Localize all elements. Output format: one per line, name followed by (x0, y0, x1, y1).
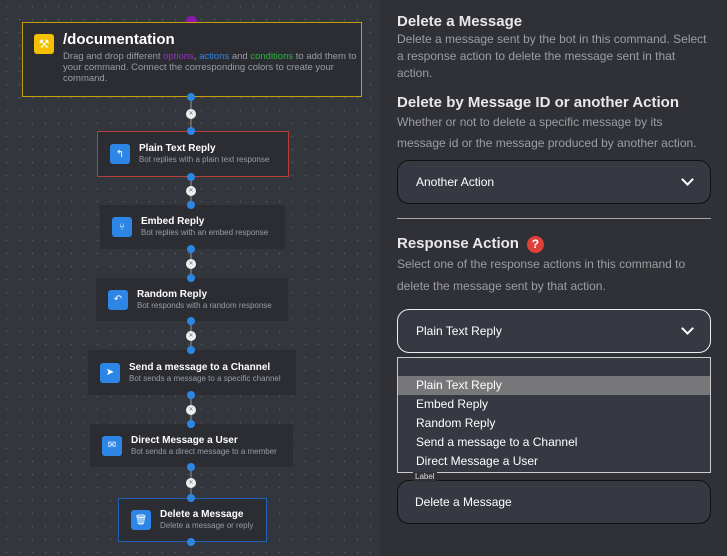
dropdown-option[interactable]: Plain Text Reply (398, 376, 710, 395)
node-embed-reply[interactable]: ⑂ Embed Reply Bot replies with an embed … (100, 205, 285, 249)
output-handle[interactable] (187, 93, 195, 101)
node-title: Direct Message a User (131, 434, 238, 446)
label-caption: Label (413, 472, 437, 482)
remove-connection-icon[interactable]: ✕ (186, 477, 196, 488)
send-icon: ➤ (100, 362, 120, 383)
dropdown-option[interactable]: Random Reply (416, 416, 496, 430)
embed-icon: ⑂ (112, 217, 132, 237)
label-input-value: Delete a Message (415, 495, 512, 509)
flow-canvas[interactable]: ⚒ /documentation Drag and drop different… (0, 0, 380, 556)
settings-panel: Delete a Message Delete a message sent b… (380, 0, 727, 556)
node-description: Bot replies with an embed response (141, 228, 269, 237)
node-description: Bot sends a message to a specific channe… (129, 373, 281, 383)
dropdown-option[interactable]: Embed Reply (416, 397, 489, 411)
remove-connection-icon[interactable]: ✕ (186, 186, 196, 196)
response-action-value: Plain Text Reply (416, 324, 502, 338)
desc-text: , (193, 51, 200, 62)
output-handle[interactable] (187, 245, 195, 253)
node-send-channel-message[interactable]: ➤ Send a message to a Channel Bot sends … (88, 350, 296, 395)
node-title: Random Reply (137, 288, 208, 300)
node-title: Embed Reply (141, 216, 205, 227)
node-random-reply[interactable]: ↶ Random Reply Bot responds with a rando… (96, 278, 288, 321)
conditions-word: conditions (250, 51, 294, 62)
node-plain-text-reply[interactable]: ↰ Plain Text Reply Bot replies with a pl… (97, 131, 289, 177)
desc-text: and (229, 51, 251, 62)
random-reply-icon: ↶ (108, 289, 128, 310)
response-action-select[interactable]: Plain Text Reply (397, 309, 711, 353)
response-action-description: Select one of the response actions in th… (397, 257, 686, 293)
reply-icon: ↰ (110, 144, 130, 164)
input-handle[interactable] (187, 201, 195, 209)
label-input[interactable]: Delete a Message (397, 480, 711, 524)
trash-icon: 🗑 (131, 510, 151, 530)
desc-text: to add them to your command. Connect the… (63, 51, 357, 84)
desc-text: Drag and drop different (63, 51, 164, 62)
remove-connection-icon[interactable]: ✕ (186, 109, 196, 119)
mode-description: Whether or not to delete a specific mess… (397, 115, 697, 150)
node-description: Bot replies with a plain text response (139, 155, 270, 164)
node-delete-message[interactable]: 🗑 Delete a Message Delete a message or r… (118, 498, 267, 542)
node-description: Delete a message or reply (160, 521, 254, 530)
input-handle[interactable] (187, 127, 195, 135)
remove-connection-icon[interactable]: ✕ (186, 330, 196, 341)
hammer-icon: ⚒ (34, 34, 54, 54)
options-word: options (163, 51, 194, 62)
panel-title: Delete a Message (397, 13, 523, 30)
output-handle[interactable] (187, 391, 195, 399)
node-description: Bot responds with a random response (137, 300, 272, 310)
output-handle[interactable] (187, 317, 195, 325)
dropdown-option[interactable]: Send a message to a Channel (416, 435, 578, 449)
mode-select-value: Another Action (416, 175, 495, 189)
output-handle[interactable] (187, 538, 195, 546)
actions-word: actions (199, 51, 230, 62)
node-title: Delete a Message (160, 509, 244, 520)
node-direct-message-user[interactable]: ✉ Direct Message a User Bot sends a dire… (90, 424, 293, 467)
node-description: Bot sends a direct message to a member (131, 446, 277, 456)
node-title: Send a message to a Channel (129, 361, 271, 373)
remove-connection-icon[interactable]: ✕ (186, 404, 196, 415)
input-handle[interactable] (187, 494, 195, 502)
response-action-header: Response Action ? (397, 235, 711, 253)
divider (397, 218, 711, 219)
command-option-handle[interactable] (186, 16, 197, 27)
output-handle[interactable] (187, 173, 195, 181)
remove-connection-icon[interactable]: ✕ (186, 258, 196, 269)
node-title: Plain Text Reply (139, 143, 216, 154)
help-icon[interactable]: ? (526, 235, 544, 253)
command-description: Drag and drop different options, actions… (63, 51, 358, 84)
mode-title: Delete by Message ID or another Action (397, 94, 680, 111)
command-title: /documentation (63, 31, 175, 48)
chevron-down-icon (681, 173, 694, 186)
mail-icon: ✉ (102, 435, 122, 456)
input-handle[interactable] (187, 346, 195, 354)
input-handle[interactable] (187, 274, 195, 282)
dropdown-option[interactable]: Direct Message a User (416, 454, 539, 468)
mode-select[interactable]: Another Action (397, 160, 711, 204)
response-action-title: Response Action (397, 235, 519, 252)
panel-description: Delete a message sent by the bot in this… (397, 32, 707, 80)
command-node[interactable]: ⚒ /documentation Drag and drop different… (22, 22, 362, 97)
output-handle[interactable] (187, 463, 195, 471)
chevron-down-icon (681, 322, 694, 335)
input-handle[interactable] (187, 420, 195, 428)
